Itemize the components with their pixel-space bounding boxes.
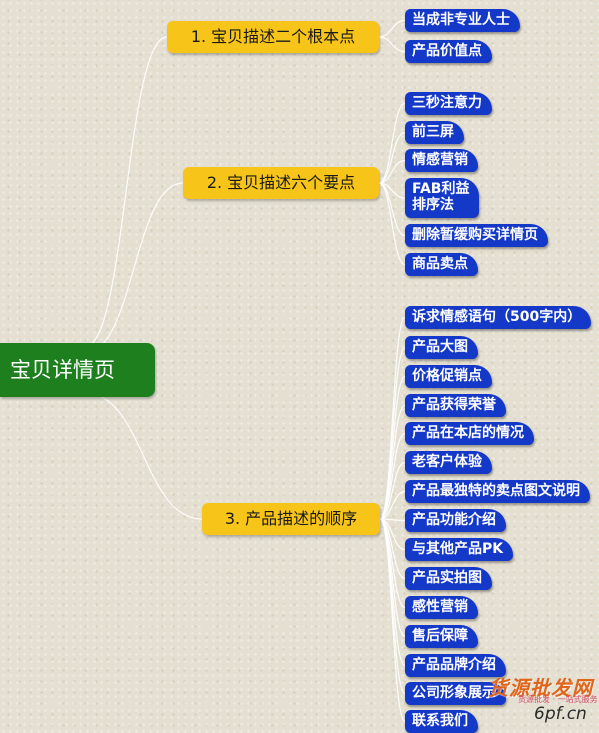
leaf-item: 老客户体验 bbox=[405, 451, 492, 474]
connector-root-branch bbox=[84, 392, 203, 520]
leaf-item: 联系我们 bbox=[405, 710, 478, 733]
leaf-item: 三秒注意力 bbox=[405, 92, 492, 115]
connector-branch-leaf bbox=[378, 182, 406, 266]
connector-branch-leaf bbox=[378, 19, 406, 38]
leaf-item: 商品卖点 bbox=[405, 253, 478, 276]
connector-root-branch bbox=[84, 182, 184, 354]
leaf-item: 产品获得荣誉 bbox=[405, 394, 506, 417]
branch-2: 2. 宝贝描述六个要点 bbox=[183, 167, 379, 199]
connector-branch-leaf bbox=[379, 375, 406, 520]
leaf-item: 产品实拍图 bbox=[405, 567, 492, 590]
leaf-item: 前三屏 bbox=[405, 121, 464, 144]
connector-branch-leaf bbox=[379, 518, 406, 695]
leaf-item: 产品大图 bbox=[405, 336, 478, 359]
connector-branch-leaf bbox=[379, 490, 406, 520]
connector-branch-leaf bbox=[378, 102, 406, 184]
connector-branch-leaf bbox=[378, 159, 406, 184]
leaf-item: 产品在本店的情况 bbox=[405, 422, 534, 445]
leaf-item: 产品功能介绍 bbox=[405, 509, 506, 532]
branch-1: 1. 宝贝描述二个根本点 bbox=[167, 21, 379, 53]
leaf-item: 价格促销点 bbox=[405, 365, 492, 388]
root-node: 宝贝详情页 bbox=[0, 343, 155, 397]
leaf-item: 情感营销 bbox=[405, 149, 478, 172]
leaf-item: 诉求情感语句（500字内） bbox=[405, 306, 592, 329]
branch-3: 3. 产品描述的顺序 bbox=[202, 503, 380, 535]
leaf-item: 产品价值点 bbox=[405, 40, 492, 63]
connector-branch-leaf bbox=[378, 131, 406, 184]
leaf-item: 与其他产品PK bbox=[405, 538, 514, 561]
leaf-item: 产品品牌介绍 bbox=[405, 654, 506, 677]
leaf-item: 产品最独特的卖点图文说明 bbox=[405, 480, 590, 503]
leaf-item: 感性营销 bbox=[405, 596, 478, 619]
connector-root-branch bbox=[84, 36, 168, 348]
connector-branch-leaf bbox=[378, 36, 406, 53]
leaf-item: FAB利益 排序法 bbox=[405, 178, 480, 218]
leaf-item: 删除暂缓购买详情页 bbox=[405, 224, 548, 247]
leaf-item: 公司形象展示 bbox=[405, 682, 506, 705]
connector-branch-leaf bbox=[379, 404, 406, 520]
leaf-item: 售后保障 bbox=[405, 625, 478, 648]
leaf-item: 当成非专业人士 bbox=[405, 9, 520, 32]
connector-branch-leaf bbox=[379, 518, 406, 723]
connector-branch-leaf bbox=[379, 432, 406, 520]
connector-branch-leaf bbox=[379, 461, 406, 520]
connector-branch-leaf bbox=[379, 518, 406, 667]
